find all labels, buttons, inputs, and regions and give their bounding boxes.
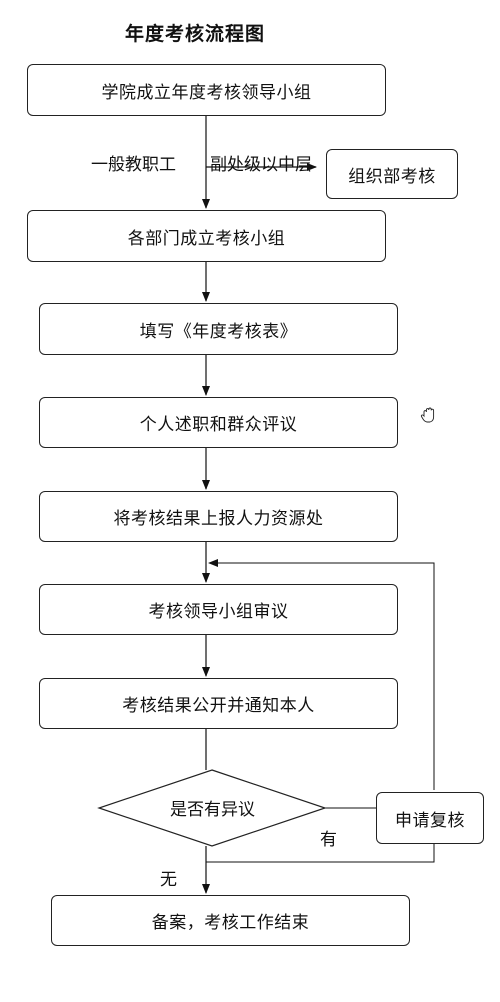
label-yes: 有 xyxy=(320,830,337,850)
label-no: 无 xyxy=(160,870,177,890)
hand-pointer-icon xyxy=(420,407,440,429)
step-committee-review: 考核领导小组审议 xyxy=(39,584,398,635)
step-request-review: 申请复核 xyxy=(376,792,484,844)
line-review-return xyxy=(206,844,435,863)
step-publish-results: 考核结果公开并通知本人 xyxy=(39,678,398,729)
arrow-review-loop xyxy=(208,559,435,790)
label-general-staff: 一般教职工 xyxy=(91,155,176,175)
step-establish-leading-group: 学院成立年度考核领导小组 xyxy=(27,64,386,116)
diagram-title: 年度考核流程图 xyxy=(124,23,265,45)
decision-label: 是否有异议 xyxy=(170,800,255,820)
step-self-report: 个人述职和群众评议 xyxy=(39,397,398,448)
step-organization-review: 组织部考核 xyxy=(326,149,458,199)
step-department-groups: 各部门成立考核小组 xyxy=(27,210,386,262)
decision-diamond xyxy=(97,769,327,847)
step-report-hr: 将考核结果上报人力资源处 xyxy=(39,491,398,542)
step-fill-form: 填写《年度考核表》 xyxy=(39,303,398,355)
step-archive-end: 备案，考核工作结束 xyxy=(51,895,410,946)
label-mid-level: 副处级以中层 xyxy=(210,155,312,175)
